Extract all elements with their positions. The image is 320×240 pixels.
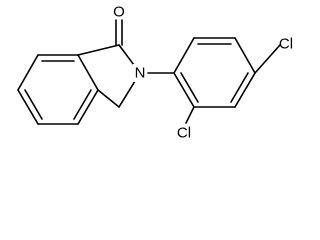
- bond-aryl-6-inner: [180, 72, 199, 103]
- bond-aryl-6: [173, 72, 195, 108]
- bond-aryl-3: [234, 37, 256, 74]
- bond-benzo-3-inner: [73, 89, 92, 120]
- nitrogen-label-background: [133, 64, 147, 82]
- bond-aryl-4: [234, 72, 256, 108]
- bond-aryl-1: [173, 37, 195, 74]
- chlorine-atom-label-lower: Cl: [177, 125, 191, 142]
- bond-benzo-6: [17, 54, 39, 91]
- bond-aryl-4-inner: [230, 72, 249, 103]
- bond-benzo-5: [17, 89, 39, 125]
- bond-benzo-2: [77, 54, 99, 91]
- chlorine-atom-label-upper: Cl: [279, 36, 293, 53]
- bond-ch2-ring: [97, 89, 120, 108]
- isoindolinone-structure-diagram: O N Cl Cl: [17, 4, 293, 142]
- bond-ring-c1-carbonyl: [77, 44, 120, 56]
- bond-c-cl-lower: [185, 106, 195, 124]
- oxygen-atom-label: O: [113, 4, 125, 21]
- bond-c-cl-upper: [254, 44, 281, 74]
- nitrogen-atom-label: N: [135, 65, 146, 82]
- bond-benzo-5-inner: [24, 89, 43, 120]
- bond-benzo-3: [77, 89, 99, 125]
